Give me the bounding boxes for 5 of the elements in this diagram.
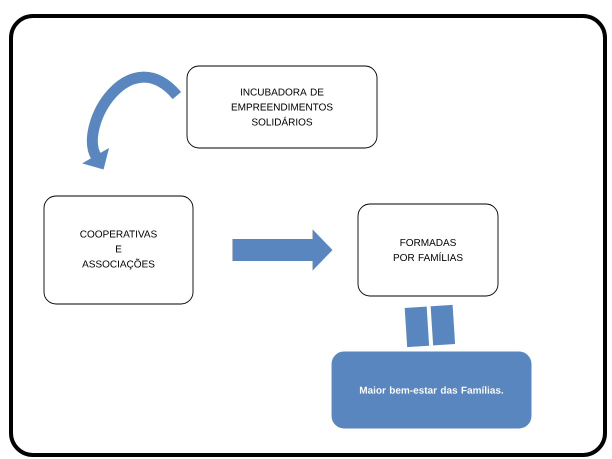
result-box: Maior bem-estar das Famílias. [332, 352, 532, 428]
rounded-box: FORMADAS POR FAMÍLIAS [358, 204, 498, 296]
rounded-box: COOPERATIVAS E ASSOCIAÇÕES [44, 196, 194, 304]
rounded-box: INCUBADORA DE EMPREENDIMENTOS SOLIDÁRIOS [186, 66, 378, 148]
equals-sign [404, 304, 456, 348]
